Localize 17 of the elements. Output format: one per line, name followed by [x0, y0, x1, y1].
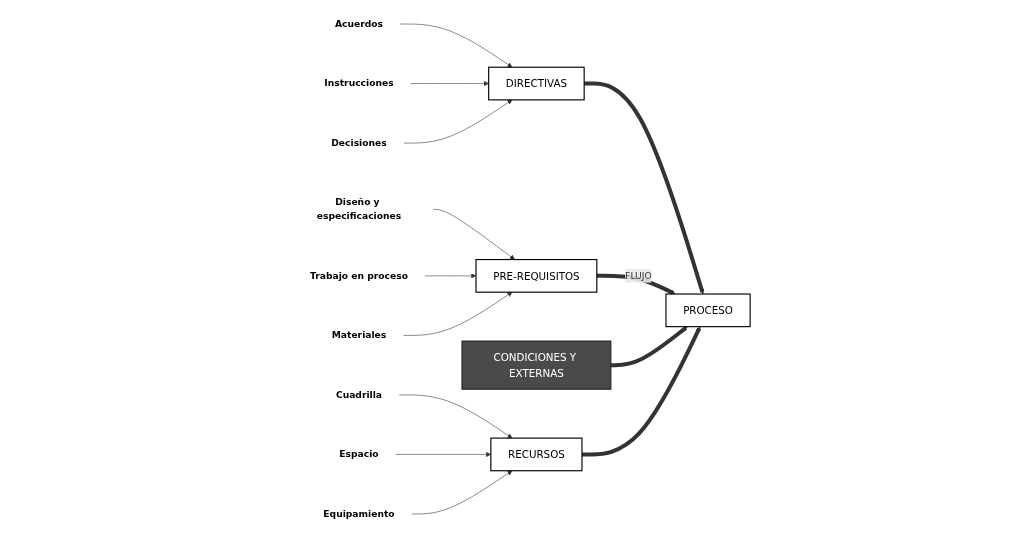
node-text: Trabajo en proceso	[309, 270, 408, 282]
node-text: Instrucciones	[324, 77, 394, 89]
node-box: PRE-REQUISITOS	[475, 259, 598, 293]
arrow	[610, 326, 688, 368]
node-text: Acuerdos	[334, 18, 383, 30]
edge-label: FLUJO	[624, 270, 652, 282]
node-text: Materiales	[331, 329, 386, 341]
node-box: DIRECTIVAS	[487, 66, 585, 101]
node-text: Cuadrilla	[335, 389, 382, 401]
arrow	[581, 326, 701, 457]
node-text: Equipamiento	[322, 508, 395, 520]
node-text: Espacio	[338, 448, 379, 460]
node-box: PROCESO	[665, 293, 751, 328]
node-text: Decisiones	[330, 137, 387, 149]
node-box: CONDICIONES Y EXTERNAS	[461, 340, 612, 390]
node-text: Diseño y especificaciones	[316, 196, 401, 222]
node-box: RECURSOS	[489, 437, 583, 472]
